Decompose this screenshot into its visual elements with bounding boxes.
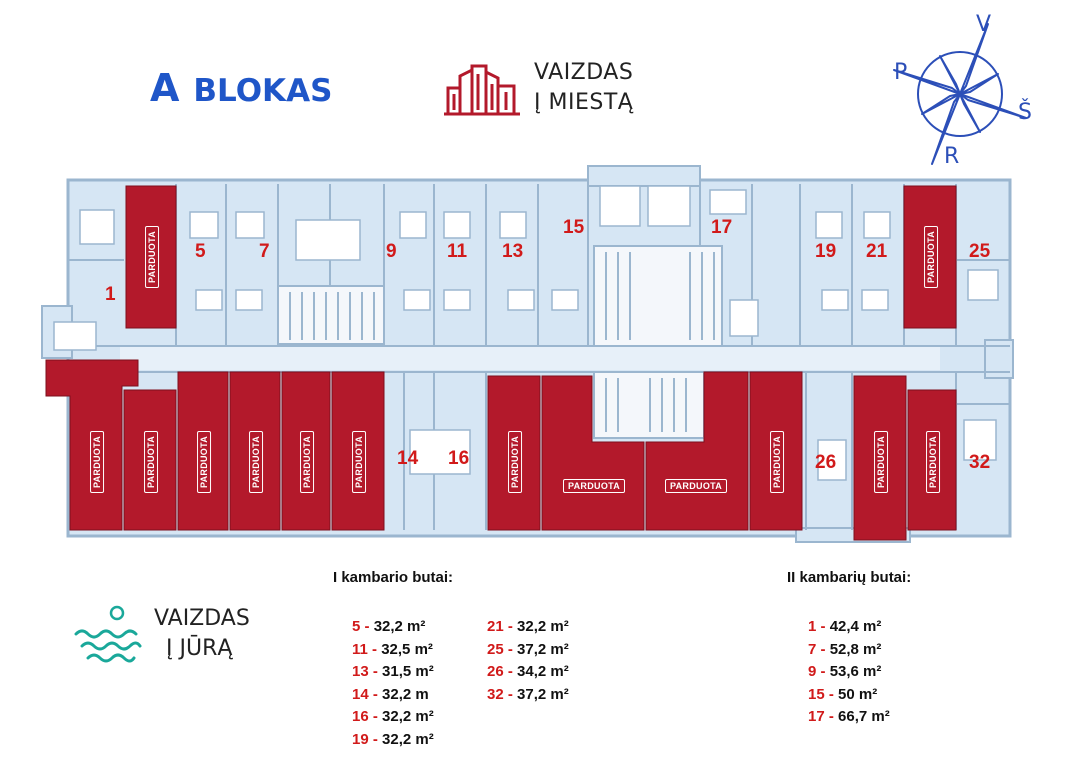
sea-view-line1: VAIZDAS	[154, 606, 250, 631]
two-room-list: 1 - 42,4 m² 7 - 52,8 m² 9 - 53,6 m² 15 -…	[808, 616, 890, 729]
sold-label: PARDUOTA	[352, 430, 367, 494]
block-letter: A	[150, 66, 180, 110]
compass-west: P	[894, 60, 908, 85]
sold-unit	[907, 389, 957, 531]
sea-view-line2: Į JŪRĄ	[166, 636, 233, 661]
legend-row: 11 - 32,5 m²	[352, 640, 433, 658]
legend-row: 16 - 32,2 m²	[352, 708, 434, 725]
city-view-line2: Į MIESTĄ	[534, 90, 634, 115]
sold-label: PARDUOTA	[924, 225, 939, 289]
legend-row: 19 - 32,2 m²	[352, 730, 434, 748]
sold-label: PARDUOTA	[770, 430, 785, 494]
sea-view-badge: VAIZDAS Į JŪRĄ	[74, 604, 274, 674]
compass-north: V	[976, 12, 992, 37]
sold-label: PARDUOTA	[197, 430, 212, 494]
stair-core	[277, 245, 723, 439]
city-view-line1: VAIZDAS	[534, 60, 634, 85]
legend-row: 15 - 50 m²	[808, 685, 878, 703]
sold-units	[45, 185, 957, 541]
compass: V P Š R	[880, 12, 1040, 174]
sold-label: PARDUOTA	[90, 430, 105, 494]
sold-label: PARDUOTA	[563, 479, 626, 493]
apartment-number: 17	[711, 217, 733, 238]
apartment-number: 21	[866, 241, 888, 262]
apartment-number: 32	[969, 452, 991, 473]
compass-east: Š	[1018, 100, 1032, 125]
compass-rose-icon	[893, 23, 1027, 165]
sold-unit	[541, 375, 645, 531]
legend-row: 7 - 52,8 m²	[808, 640, 882, 658]
sold-unit	[903, 185, 957, 329]
sold-unit	[487, 375, 541, 531]
apartment-number: 11	[447, 241, 468, 262]
legend-row: 9 - 53,6 m²	[808, 663, 882, 680]
sold-label: PARDUOTA	[300, 430, 315, 494]
apartment-number: 13	[502, 241, 524, 262]
one-room-list-1: 5 - 32,2 m² 11 - 32,5 m² 13 - 31,5 m² 14…	[352, 616, 434, 751]
one-room-list-2: 21 - 32,2 m² 25 - 37,2 m² 26 - 34,2 m² 3…	[487, 616, 569, 706]
legend-row: 32 - 37,2 m²	[487, 685, 569, 703]
sold-unit	[229, 371, 281, 531]
sold-label: PARDUOTA	[144, 430, 159, 494]
sold-unit	[125, 185, 177, 329]
legend-row: 17 - 66,7 m²	[808, 708, 890, 725]
sold-unit	[45, 359, 139, 531]
sold-label: PARDUOTA	[874, 430, 889, 494]
sold-label: PARDUOTA	[249, 430, 264, 494]
apartment-number: 9	[386, 241, 397, 262]
two-room-heading: II kambarių butai:	[787, 569, 912, 586]
apartment-number: 14	[397, 448, 419, 469]
legend-row: 1 - 42,4 m²	[808, 618, 882, 635]
block-title: A BLOKAS	[150, 66, 332, 110]
apartment-number: 5	[195, 241, 206, 262]
legend-row: 14 - 32,2 m	[352, 685, 429, 703]
sold-label: PARDUOTA	[926, 430, 941, 494]
apartment-number: 25	[969, 241, 991, 262]
sold-unit	[331, 371, 385, 531]
sold-label: PARDUOTA	[665, 479, 728, 493]
sold-unit	[749, 371, 803, 531]
apartment-number: 16	[448, 448, 470, 469]
apartment-number: 26	[815, 452, 837, 473]
legend-row: 25 - 37,2 m²	[487, 640, 569, 658]
block-word: BLOKAS	[193, 73, 333, 109]
apartment-number: 15	[563, 217, 585, 238]
furniture-hints	[53, 185, 999, 481]
sold-label: PARDUOTA	[508, 430, 523, 494]
sea-waves-icon	[74, 605, 142, 663]
sold-unit	[123, 389, 177, 531]
apartment-number: 19	[815, 241, 837, 262]
city-view-badge: VAIZDAS Į MIESTĄ	[442, 58, 642, 118]
corridor	[120, 346, 940, 370]
city-skyline-icon	[444, 64, 520, 116]
compass-south: R	[944, 144, 960, 169]
one-room-heading: I kambario butai:	[333, 569, 454, 586]
sold-unit	[281, 371, 331, 531]
legend-row: 13 - 31,5 m²	[352, 663, 434, 680]
sold-label: PARDUOTA	[145, 225, 160, 289]
sold-unit	[177, 371, 229, 531]
apartment-number: 7	[259, 241, 270, 262]
sold-unit	[853, 375, 907, 541]
legend-row: 26 - 34,2 m²	[487, 663, 569, 680]
legend-row: 21 - 32,2 m²	[487, 618, 569, 635]
legend-row: 5 - 32,2 m²	[352, 618, 426, 635]
floor-plan	[41, 165, 1014, 543]
sold-unit	[645, 371, 749, 531]
apartment-number: 1	[105, 284, 116, 305]
